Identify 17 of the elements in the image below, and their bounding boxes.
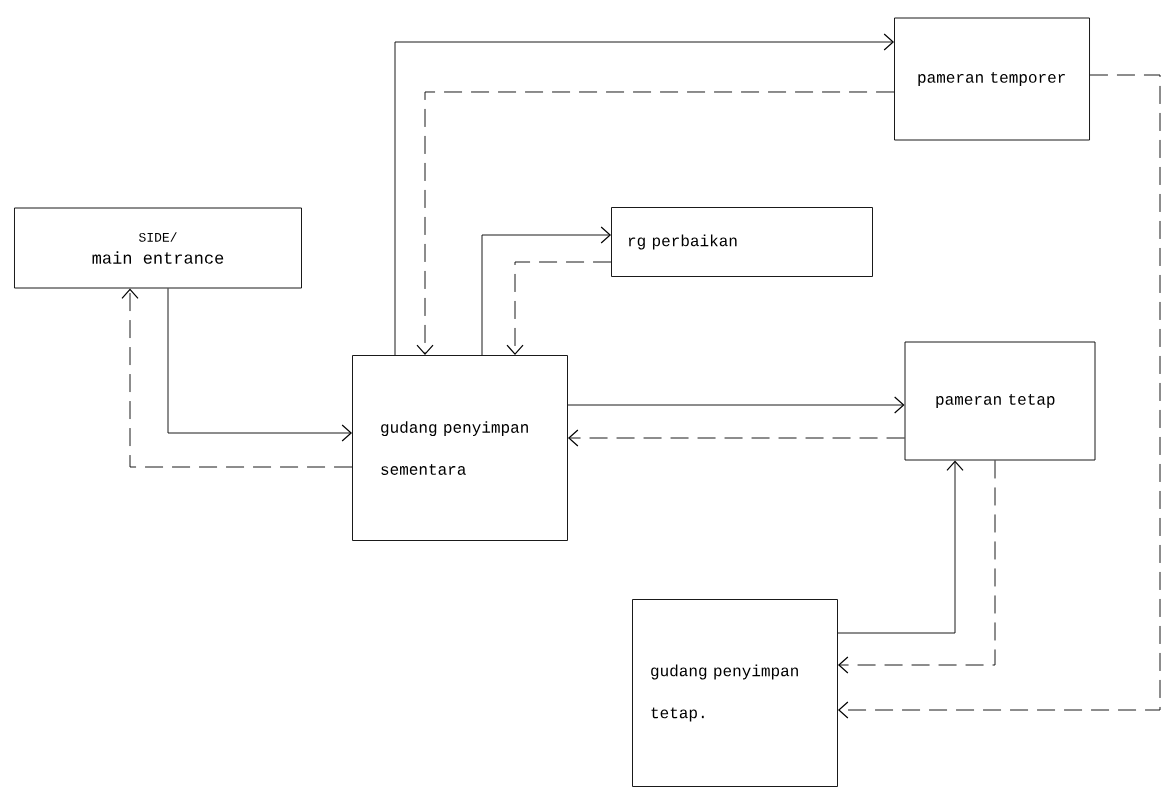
- arrow: [167, 288, 353, 442]
- arrow: [837, 460, 996, 674]
- arrow: [481, 226, 612, 356]
- arrow: [394, 33, 895, 356]
- arrow: [121, 288, 353, 468]
- arrow: [837, 74, 1161, 719]
- arrow: [416, 91, 895, 356]
- arrow: [837, 460, 964, 634]
- place-box: rg perbaikan: [611, 207, 873, 277]
- place-box: gudang penyimpan sementara: [352, 355, 568, 541]
- arrow: [567, 396, 905, 414]
- place-box: pameran temporer: [894, 17, 1090, 141]
- place-box: gudang penyimpan tetap.: [632, 599, 838, 787]
- place-box: pameran tetap: [904, 341, 1096, 461]
- arrow: [567, 429, 905, 447]
- arrow: [506, 261, 612, 356]
- place-box: SIDE/ main entrance: [14, 207, 302, 289]
